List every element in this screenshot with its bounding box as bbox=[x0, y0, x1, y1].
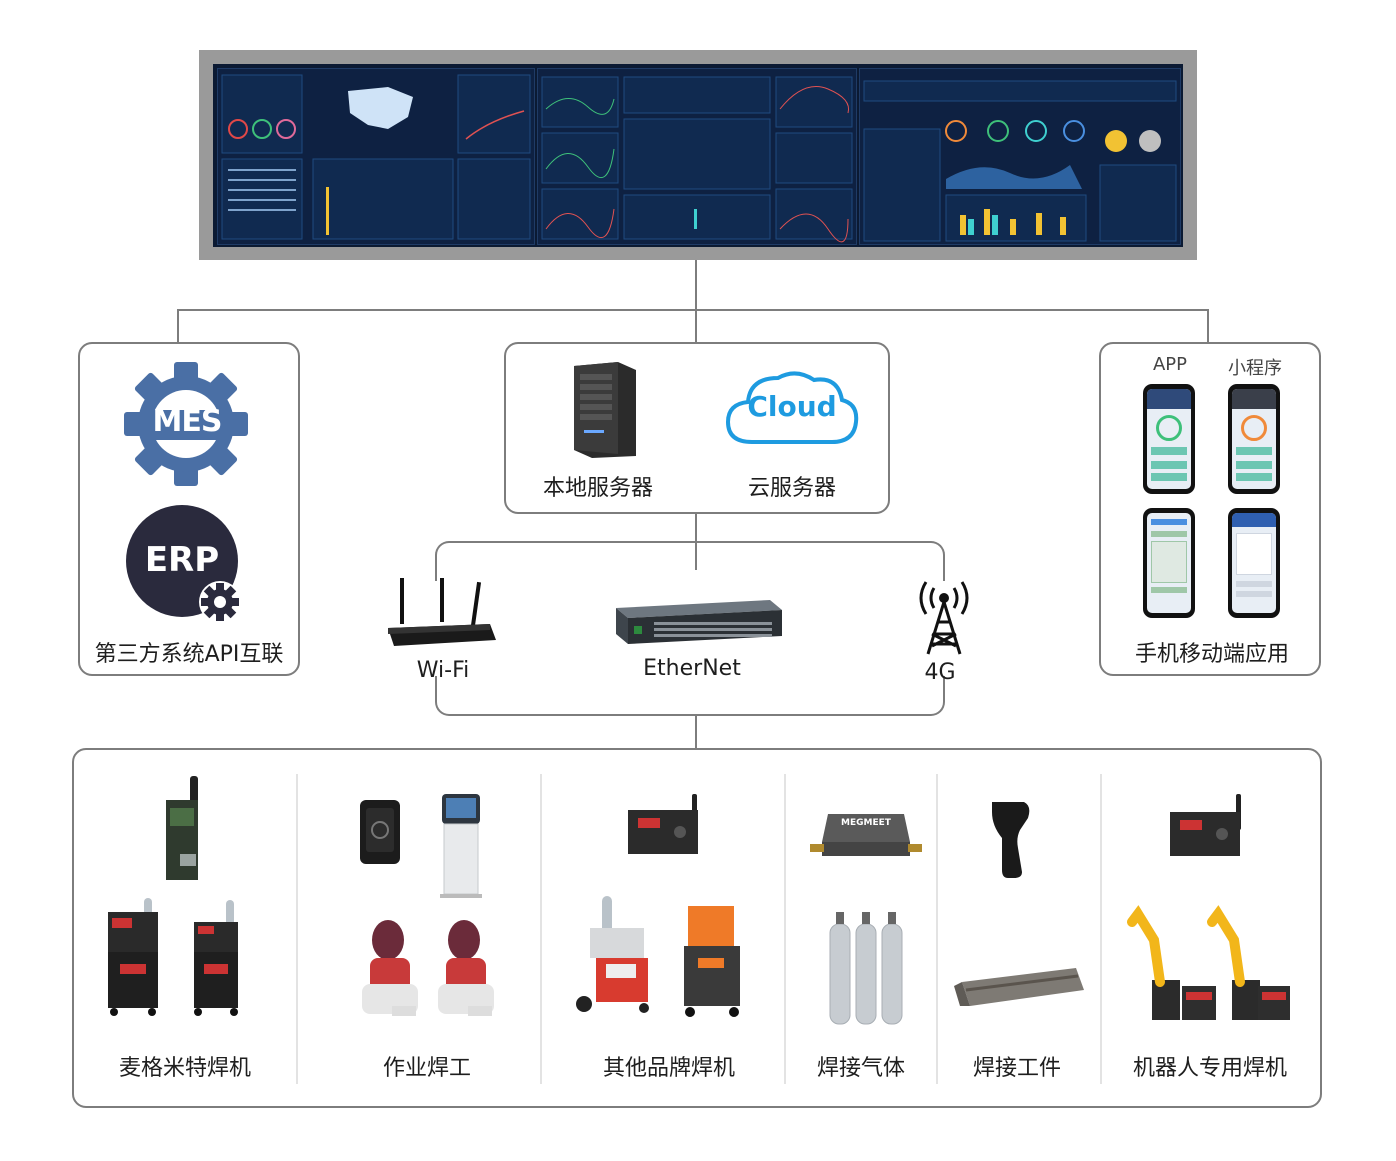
cloud-logo-text: Cloud bbox=[734, 390, 850, 423]
welder-workers-icon bbox=[352, 914, 502, 1026]
wifi-label: Wi-Fi bbox=[400, 658, 486, 683]
divider-4 bbox=[936, 774, 938, 1084]
robot-data-box-icon bbox=[1166, 792, 1250, 862]
phone-miniprogram-2-screen bbox=[1232, 513, 1276, 613]
third-party-systems-label: 第三方系统API互联 bbox=[78, 636, 300, 668]
data-collector-box-icon bbox=[624, 792, 708, 860]
miniprogram-label: 小程序 bbox=[1220, 354, 1290, 380]
phone-miniprogram-1-screen bbox=[1232, 389, 1276, 489]
phone-app-2-screen bbox=[1147, 513, 1191, 613]
phone-miniprogram-2 bbox=[1228, 508, 1280, 618]
cellular-label: 4G bbox=[906, 660, 974, 685]
erp-logo-text: ERP bbox=[126, 540, 238, 580]
phone-app-1-screen bbox=[1147, 389, 1191, 489]
wireless-module-icon bbox=[160, 774, 210, 884]
local-server-label: 本地服务器 bbox=[530, 470, 666, 502]
erp-gear-icon bbox=[196, 578, 244, 626]
device-label-welding-gas: 焊接气体 bbox=[788, 1050, 934, 1082]
other-brand-welders-icon bbox=[572, 892, 762, 1022]
device-label-megmeet-welder: 麦格米特焊机 bbox=[92, 1050, 278, 1082]
device-label-welder-operator: 作业焊工 bbox=[334, 1050, 520, 1082]
mobile-apps-label: 手机移动端应用 bbox=[1099, 636, 1325, 668]
ethernet-switch-icon bbox=[610, 596, 786, 648]
phone-app-1 bbox=[1143, 384, 1195, 494]
connector-top-center-drop bbox=[695, 309, 697, 343]
local-server-icon bbox=[566, 360, 640, 458]
dashboard-middle-screen bbox=[537, 68, 857, 245]
barcode-scanner-icon bbox=[986, 798, 1038, 882]
megmeet-welder-pair-icon bbox=[100, 892, 260, 1022]
gas-sensor-brand-text: MEGMEET bbox=[828, 818, 904, 828]
connector-top-left-drop bbox=[177, 309, 179, 343]
dashboard-screen bbox=[213, 64, 1183, 247]
dashboard-right-graphics bbox=[860, 69, 1180, 244]
wifi-router-icon bbox=[386, 576, 498, 652]
device-label-workpiece: 焊接工件 bbox=[944, 1050, 1090, 1082]
connector-top-vertical bbox=[695, 260, 697, 310]
mes-logo-text: MES bbox=[142, 404, 232, 439]
cellular-tower-icon bbox=[914, 580, 974, 656]
mobile-apps-box bbox=[1099, 342, 1321, 676]
divider-3 bbox=[784, 774, 786, 1084]
cloud-server-label: 云服务器 bbox=[724, 470, 860, 502]
dashboard-display bbox=[199, 50, 1197, 260]
phone-app-2 bbox=[1143, 508, 1195, 618]
connector-top-horizontal bbox=[177, 309, 1209, 311]
dashboard-right-screen bbox=[859, 68, 1181, 245]
terminal-kiosk-icon bbox=[436, 790, 486, 900]
connector-top-right-drop bbox=[1207, 309, 1209, 343]
welding-workpiece-icon bbox=[952, 960, 1088, 1012]
device-label-robot-welder: 机器人专用焊机 bbox=[1112, 1050, 1308, 1082]
dashboard-left-screen bbox=[217, 68, 535, 245]
network-bracket-top bbox=[435, 541, 945, 581]
divider-5 bbox=[1100, 774, 1102, 1084]
divider-2 bbox=[540, 774, 542, 1084]
dashboard-left-graphics bbox=[218, 69, 534, 244]
app-label: APP bbox=[1140, 354, 1200, 375]
robot-welders-icon bbox=[1124, 900, 1292, 1024]
rfid-card-reader-icon bbox=[358, 790, 404, 874]
gas-cylinders-icon bbox=[826, 908, 906, 1026]
network-bracket-bottom bbox=[435, 676, 945, 716]
divider-1 bbox=[296, 774, 298, 1084]
ethernet-label: EtherNet bbox=[632, 656, 752, 681]
device-label-other-brand-welder: 其他品牌焊机 bbox=[576, 1050, 762, 1082]
connector-network-to-devices bbox=[695, 715, 697, 749]
dashboard-middle-graphics bbox=[538, 69, 856, 244]
phone-miniprogram-1 bbox=[1228, 384, 1280, 494]
